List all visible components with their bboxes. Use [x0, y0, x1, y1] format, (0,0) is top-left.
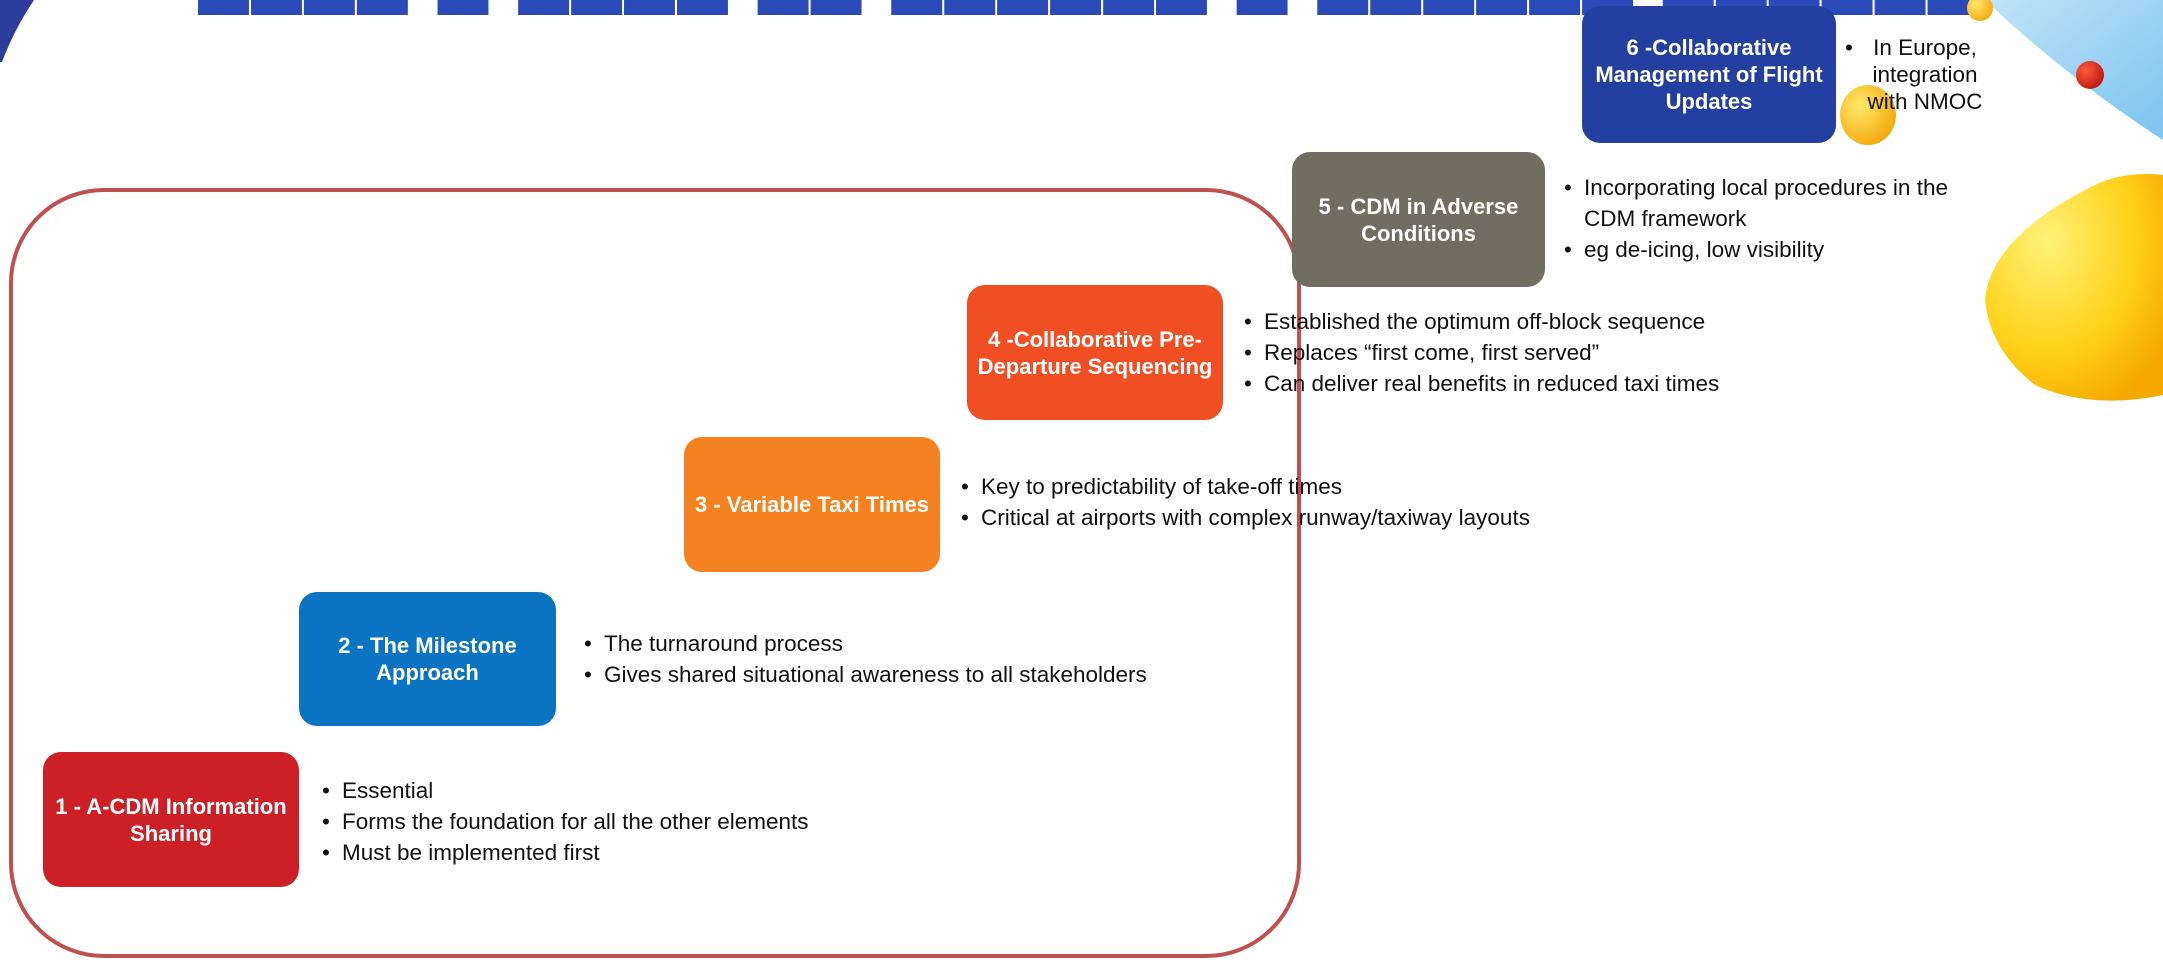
- list-item: Replaces “first come, first served”: [1244, 337, 1719, 368]
- step-3-label: 3 - Variable Taxi Times: [695, 492, 929, 517]
- step-4-label: 4 -Collaborative Pre-Departure Sequencin…: [977, 326, 1213, 379]
- step-5-bullets: Incorporating local procedures in the CD…: [1564, 172, 2004, 265]
- step-6-label: 6 -Collaborative Management of Flight Up…: [1595, 35, 1823, 114]
- step-2-bullets: The turnaround process Gives shared situ…: [584, 628, 1147, 690]
- list-item: The turnaround process: [584, 628, 1147, 659]
- step-5-box: 5 - CDM in Adverse Conditions: [1292, 152, 1545, 287]
- step-3-box: 3 - Variable Taxi Times: [684, 437, 940, 572]
- top-left-accent: [0, 0, 34, 62]
- list-item: Key to predictability of take-off times: [961, 471, 1530, 502]
- list-item: Established the optimum off-block sequen…: [1244, 306, 1719, 337]
- step-4-bullets: Established the optimum off-block sequen…: [1244, 306, 1719, 399]
- step-5-label: 5 - CDM in Adverse Conditions: [1318, 193, 1519, 246]
- core-elements-frame: [9, 188, 1301, 958]
- step-1-box: 1 - A-CDM Information Sharing: [43, 752, 299, 887]
- step-6-box: 6 -Collaborative Management of Flight Up…: [1582, 6, 1836, 143]
- decorative-bubbles: [1840, 0, 2163, 401]
- step-2-label: 2 - The Milestone Approach: [338, 633, 517, 685]
- step-3-bullets: Key to predictability of take-off times …: [961, 471, 1530, 533]
- list-item: Incorporating local procedures in the CD…: [1564, 172, 2004, 234]
- list-item: Must be implemented first: [322, 837, 809, 868]
- list-item: Forms the foundation for all the other e…: [322, 806, 809, 837]
- list-item: In Europe, integration with NMOC: [1845, 34, 1985, 115]
- step-4-box: 4 -Collaborative Pre-Departure Sequencin…: [967, 285, 1223, 420]
- list-item: Essential: [322, 775, 809, 806]
- step-1-label: 1 - A-CDM Information Sharing: [55, 793, 287, 846]
- list-item: Gives shared situational awareness to al…: [584, 659, 1147, 690]
- list-item: Can deliver real benefits in reduced tax…: [1244, 368, 1719, 399]
- list-item: Critical at airports with complex runway…: [961, 502, 1530, 533]
- step-6-bullets: In Europe, integration with NMOC: [1845, 34, 1985, 115]
- step-2-box: 2 - The Milestone Approach: [299, 592, 556, 726]
- step-1-bullets: Essential Forms the foundation for all t…: [322, 775, 809, 868]
- list-item: eg de-icing, low visibility: [1564, 234, 2004, 265]
